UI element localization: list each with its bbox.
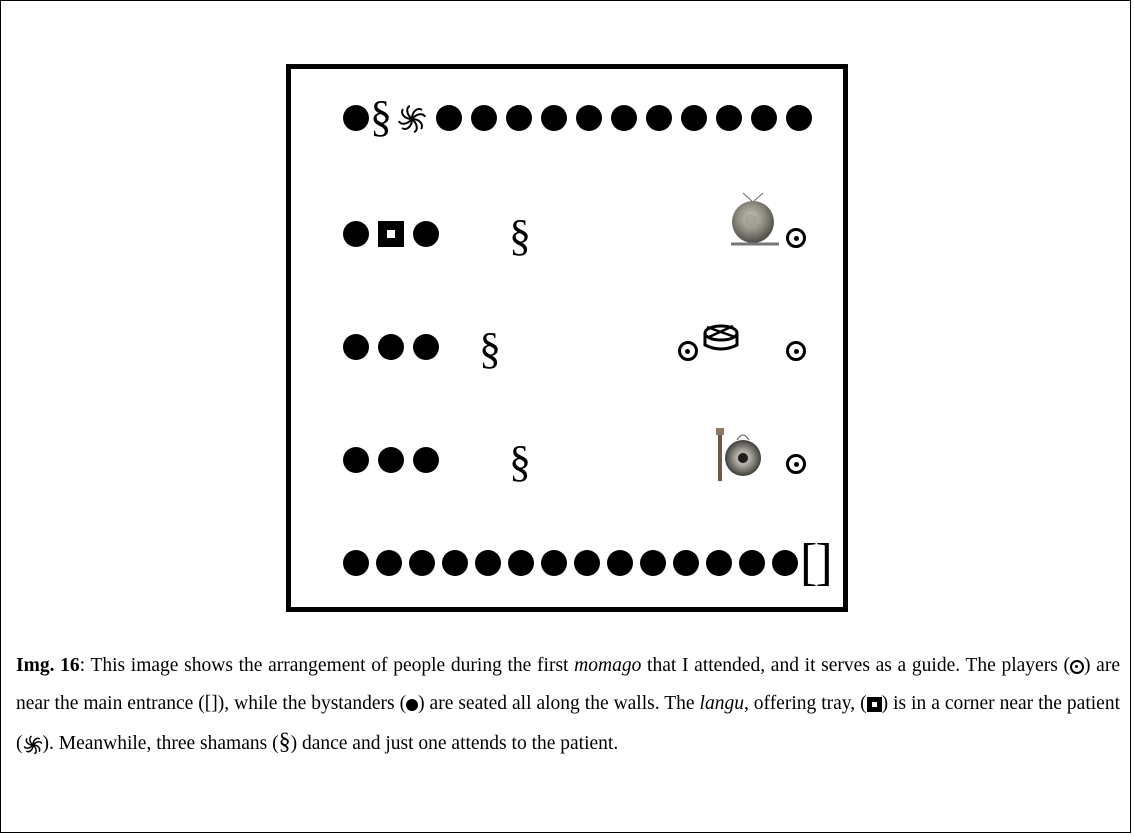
caption-text: ) are seated all along the walls. The [418, 693, 700, 714]
bystander-marker [436, 105, 462, 131]
bystander-marker [343, 334, 369, 360]
shaman-marker: § [370, 92, 392, 141]
row-gong: § [291, 192, 843, 260]
bystander-marker [413, 221, 439, 247]
bystander-marker [607, 550, 633, 576]
bystander-marker [471, 105, 497, 131]
row-drum: § [291, 313, 843, 373]
caption-text: ). Meanwhile, three shamans ( [42, 733, 279, 754]
bystander-marker [376, 550, 402, 576]
bystander-marker [506, 105, 532, 131]
row-small-gong: § [291, 426, 843, 486]
bystander-marker [413, 447, 439, 473]
offering-tray-legend-icon [866, 697, 882, 713]
bystander-marker [739, 550, 765, 576]
bystander-marker [378, 334, 404, 360]
player-marker [786, 228, 806, 248]
bystander-marker [541, 550, 567, 576]
bystander-marker [640, 550, 666, 576]
bystander-marker [681, 105, 707, 131]
bystander-marker [508, 550, 534, 576]
bystander-marker [413, 334, 439, 360]
bystander-marker [751, 105, 777, 131]
patient-icon [398, 105, 426, 133]
player-legend-icon [1069, 659, 1084, 674]
caption-term: langu [699, 693, 744, 714]
bystander-marker [646, 105, 672, 131]
bystander-marker [706, 550, 732, 576]
bystander-marker [716, 105, 742, 131]
bystander-marker [673, 550, 699, 576]
bottom-wall-row: [] [291, 529, 843, 589]
bystander-marker [378, 447, 404, 473]
bystander-marker [576, 105, 602, 131]
caption-text: ) is in a corner near the patient ( [16, 693, 1120, 754]
figure-caption: Img. 16: This image shows the arrangemen… [16, 647, 1120, 763]
player-marker [786, 341, 806, 361]
bystander-marker [343, 221, 369, 247]
bystander-marker [343, 447, 369, 473]
gong-with-mallet-icon [716, 428, 761, 481]
bystander-marker [786, 105, 812, 131]
bystander-marker [611, 105, 637, 131]
shaman-marker: § [479, 324, 501, 373]
shaman-legend-icon: § [278, 729, 291, 755]
bystander-marker [574, 550, 600, 576]
offering-tray-marker [378, 221, 404, 247]
caption-text: , offering tray, ( [743, 693, 867, 714]
shaman-marker: § [509, 437, 531, 486]
caption-text: that I attended, and it serves as a guid… [641, 655, 1070, 676]
caption-text: ) are near the main entrance ([]), while… [16, 655, 1120, 714]
player-marker [678, 341, 698, 361]
bystander-marker [409, 550, 435, 576]
caption-text: : This image shows the arrangement of pe… [79, 655, 575, 676]
hanging-gong-icon [731, 192, 779, 246]
top-wall-row: § [291, 87, 843, 147]
bystander-marker [343, 105, 369, 131]
caption-text: ) dance and just one attends to the pati… [290, 733, 619, 754]
shaman-marker: § [509, 211, 531, 260]
player-marker [786, 454, 806, 474]
room-diagram: § § [286, 64, 848, 612]
caption-label: Img. 16 [16, 655, 80, 676]
caption-term: momago [574, 655, 642, 676]
patient-legend-icon [23, 735, 42, 754]
bystander-marker [541, 105, 567, 131]
bystander-marker [343, 550, 369, 576]
bystander-marker [772, 550, 798, 576]
bystander-marker [442, 550, 468, 576]
bystander-marker [475, 550, 501, 576]
drum-icon [703, 324, 739, 351]
main-entrance-marker: [] [800, 534, 833, 591]
bystander-legend-icon [406, 698, 419, 711]
